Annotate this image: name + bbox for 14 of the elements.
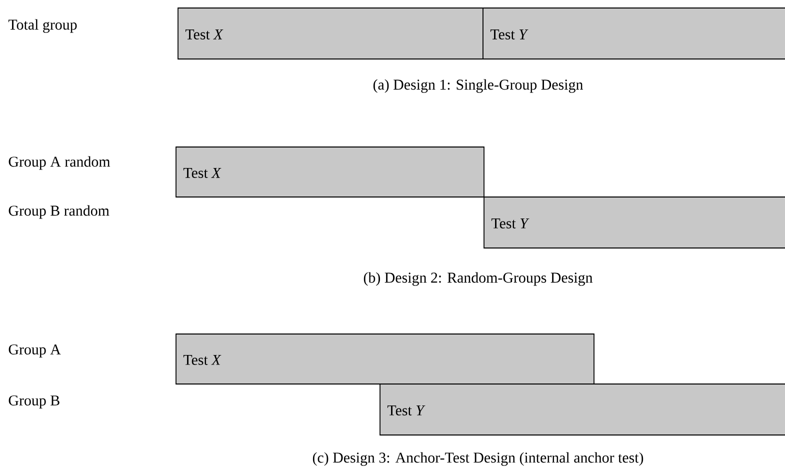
test-bar: Test Y [482,8,785,60]
caption: (b) Design 2: Random-Groups Design [364,272,593,286]
test-bar: Test Y [484,196,785,248]
caption: (c) Design 3: Anchor-Test Design (internal anchor test) [312,452,644,466]
test-bar: Test X [176,334,594,384]
group-label: Group B random [8,205,110,219]
test-bar: Test X [178,8,484,60]
caption: (a) Design 1: Single-Group Design [373,79,583,93]
group-label: Total group [8,19,77,33]
group-label: Group B [8,395,60,409]
test-bar: Test X [176,146,484,198]
group-label: Group A random [8,156,110,170]
test-bar: Test Y [380,384,785,436]
group-label: Group A [8,344,61,358]
